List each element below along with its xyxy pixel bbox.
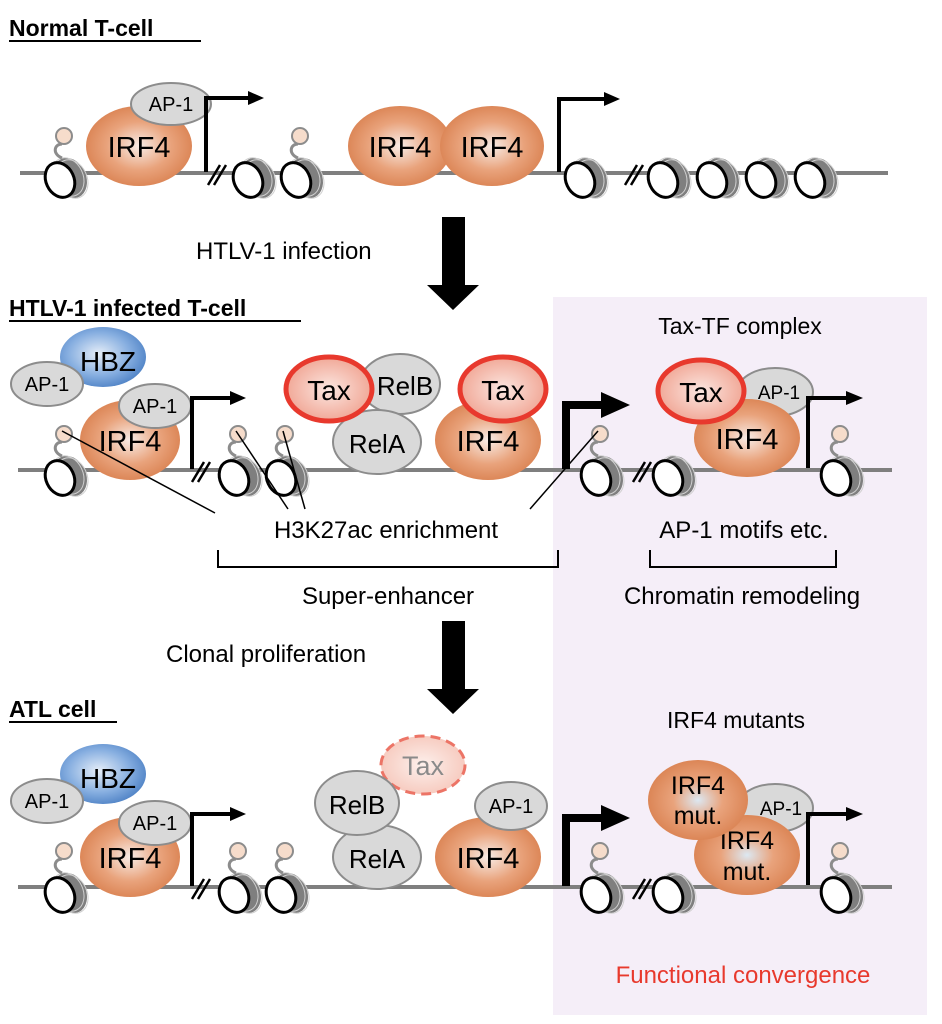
- label-irf4-mutant: IRF4: [720, 827, 774, 855]
- label-irf4: IRF4: [457, 426, 520, 458]
- tss-arrow: [190, 812, 232, 886]
- protein-hbz: [60, 327, 146, 387]
- label-irf4-mutants: IRF4 mutants: [667, 707, 805, 733]
- protein-ap1: [10, 778, 84, 824]
- panel-title-infected: HTLV-1 infected T-cell: [9, 295, 246, 321]
- tss-arrow: [190, 396, 232, 469]
- label-relb: RelB: [329, 790, 385, 820]
- tss-arrow: [557, 97, 606, 172]
- label-ap1: AP-1: [133, 396, 177, 418]
- protein-irf4: [348, 106, 452, 186]
- label-h3k27ac-enrichment: H3K27ac enrichment: [274, 517, 498, 544]
- tss-arrow: [204, 96, 250, 172]
- bracket-super-enhancer: [217, 550, 559, 568]
- label-irf4: IRF4: [99, 843, 162, 875]
- label-irf4-mutant: mut.: [674, 802, 723, 830]
- label-super-enhancer: Super-enhancer: [302, 583, 474, 610]
- tss-arrowhead: [248, 91, 264, 105]
- label-ap1: AP-1: [149, 94, 193, 116]
- label-tax: Tax: [679, 377, 723, 408]
- tss-arrowhead: [601, 805, 630, 831]
- nucleosome: [212, 841, 270, 921]
- protein-ap1: [130, 82, 212, 126]
- tss-arrow-strong: [562, 814, 604, 886]
- tss-arrow: [806, 396, 848, 468]
- tss-arrowhead: [604, 92, 620, 106]
- nucleosome: [38, 126, 96, 206]
- label-functional-convergence: Functional convergence: [616, 962, 871, 989]
- down-arrow-icon: [427, 621, 479, 714]
- label-rela: RelA: [349, 844, 406, 874]
- protein-irf4: [86, 106, 192, 186]
- tss-arrowhead: [846, 807, 863, 821]
- label-ap1: AP-1: [489, 796, 533, 818]
- nucleosome: [274, 126, 332, 206]
- label-tax-absent: Tax: [402, 751, 445, 781]
- label-ap1: AP-1: [758, 383, 800, 404]
- label-irf4: IRF4: [716, 424, 779, 456]
- label-irf4: IRF4: [457, 843, 520, 875]
- nucleosome: [739, 150, 797, 206]
- protein-tax: [655, 357, 747, 425]
- panel-title-atl: ATL cell: [9, 696, 96, 722]
- label-ap1: AP-1: [133, 813, 177, 835]
- protein-ap1: [10, 361, 84, 407]
- label-irf4: IRF4: [99, 426, 162, 458]
- label-irf4-mutant: mut.: [723, 858, 772, 886]
- protein-relb: [314, 770, 400, 836]
- tss-arrowhead: [230, 391, 246, 405]
- label-ap1-motifs: AP-1 motifs etc.: [659, 517, 828, 544]
- protein-tax: [283, 354, 375, 424]
- nucleosome: [690, 150, 748, 206]
- label-tax-tf-complex: Tax-TF complex: [658, 313, 822, 339]
- label-ap1: AP-1: [25, 791, 69, 813]
- protein-hbz: [60, 744, 146, 804]
- label-irf4: IRF4: [369, 132, 432, 164]
- label-irf4-mutant: IRF4: [671, 772, 725, 800]
- protein-irf4-mutant: [648, 760, 748, 840]
- tss-arrowhead: [846, 391, 863, 405]
- nucleosome: [226, 150, 284, 206]
- protein-irf4: [435, 817, 541, 897]
- label-rela: RelA: [349, 429, 406, 459]
- nucleosome: [259, 841, 317, 921]
- tss-arrowhead: [601, 392, 630, 418]
- label-tax: Tax: [307, 375, 351, 406]
- label-ap1: AP-1: [25, 374, 69, 396]
- h3k27ac-pointer-lines: [61, 430, 599, 514]
- protein-tax: [457, 354, 549, 424]
- label-hbz: HBZ: [80, 346, 136, 377]
- transition-proliferation: Clonal proliferation: [166, 641, 366, 668]
- nucleosome: [788, 150, 846, 206]
- label-irf4: IRF4: [108, 132, 171, 164]
- protein-tax-absent: [379, 734, 467, 796]
- tss-arrow-strong: [562, 401, 604, 469]
- label-tax: Tax: [481, 375, 525, 406]
- nucleosome: [558, 150, 616, 206]
- label-hbz: HBZ: [80, 763, 136, 794]
- tss-arrowhead: [230, 807, 246, 821]
- protein-irf4: [440, 106, 544, 186]
- protein-rela: [332, 409, 422, 475]
- label-ap1: AP-1: [760, 799, 802, 820]
- protein-ap1: [474, 781, 548, 831]
- tss-arrow: [806, 812, 848, 885]
- nucleosome: [259, 424, 317, 504]
- bracket-chromatin-remodeling: [649, 550, 837, 568]
- transition-infection: HTLV-1 infection: [196, 238, 372, 265]
- label-relb: RelB: [377, 371, 433, 401]
- label-chromatin-remodeling: Chromatin remodeling: [624, 583, 860, 610]
- label-irf4: IRF4: [461, 132, 524, 164]
- nucleosome: [641, 150, 699, 206]
- down-arrow-icon: [427, 217, 479, 310]
- panel-title-normal: Normal T-cell: [9, 15, 153, 41]
